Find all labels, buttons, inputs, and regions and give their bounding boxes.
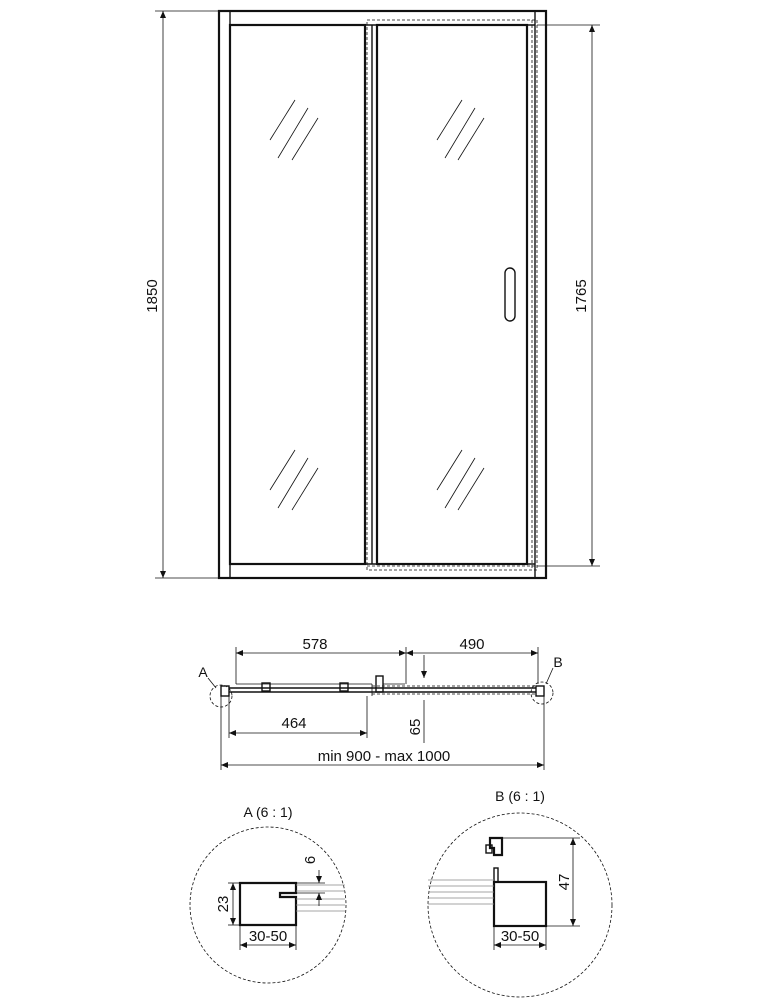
dimension-depth: 65 bbox=[407, 655, 427, 743]
detail-a: A (6 : 1) 6 23 30-50 bbox=[189, 804, 347, 984]
glass-reflection-icon bbox=[269, 99, 485, 511]
detail-b-dim-side-label: 47 bbox=[556, 874, 573, 891]
detail-a-dim-side: 23 bbox=[215, 882, 240, 926]
dim-door-label: 490 bbox=[459, 636, 484, 653]
detail-a-dim-side-label: 23 bbox=[215, 896, 232, 913]
detail-b-title: B (6 : 1) bbox=[495, 788, 545, 804]
roller-icon bbox=[261, 682, 271, 692]
marker-b-label: B bbox=[553, 654, 562, 670]
detail-b-dim-width: 30-50 bbox=[493, 926, 547, 950]
detail-a-dim-top: 6 bbox=[280, 856, 325, 906]
marker-a-label: A bbox=[198, 664, 208, 680]
dimension-fixed-width: 578 bbox=[235, 636, 407, 684]
profile-b bbox=[492, 880, 548, 928]
fixed-panel bbox=[228, 23, 367, 566]
dimension-width-range: min 900 - max 1000 bbox=[220, 696, 545, 770]
detail-b-dim-width-label: 30-50 bbox=[501, 928, 539, 945]
door-handle bbox=[504, 267, 516, 322]
front-view: 1850 1765 bbox=[144, 9, 600, 580]
detail-a-title: A (6 : 1) bbox=[243, 804, 292, 820]
dim-opening-label: 464 bbox=[281, 715, 306, 732]
height-door-label: 1765 bbox=[573, 279, 590, 312]
dimension-opening: 464 bbox=[228, 696, 368, 738]
detail-marker-b: B bbox=[530, 654, 563, 705]
detail-a-dim-width-label: 30-50 bbox=[249, 928, 287, 945]
inner-frame bbox=[229, 10, 536, 579]
detail-b-dim-side: 47 bbox=[502, 837, 580, 927]
dimension-door-height: 1765 bbox=[537, 24, 600, 567]
detail-b: B (6 : 1) 47 30-50 bbox=[427, 788, 613, 998]
height-total-label: 1850 bbox=[144, 279, 161, 312]
outer-frame bbox=[217, 9, 548, 580]
dimension-door-width: 490 bbox=[406, 636, 539, 684]
detail-a-dim-top-label: 6 bbox=[302, 856, 319, 864]
detail-marker-a: A bbox=[198, 664, 233, 708]
dim-width-range-label: min 900 - max 1000 bbox=[318, 748, 451, 765]
dimension-total-height: 1850 bbox=[144, 10, 219, 579]
roller-icon bbox=[339, 682, 349, 692]
door-open-position bbox=[366, 19, 538, 571]
dim-depth-label: 65 bbox=[407, 719, 424, 736]
dim-fixed-label: 578 bbox=[302, 636, 327, 653]
sliding-door bbox=[375, 23, 529, 566]
profile-a bbox=[238, 881, 298, 927]
top-view: 578 490 464 65 min 900 - max 1000 bbox=[198, 636, 563, 770]
handle-profile bbox=[375, 675, 384, 693]
detail-a-dim-width: 30-50 bbox=[239, 925, 297, 950]
